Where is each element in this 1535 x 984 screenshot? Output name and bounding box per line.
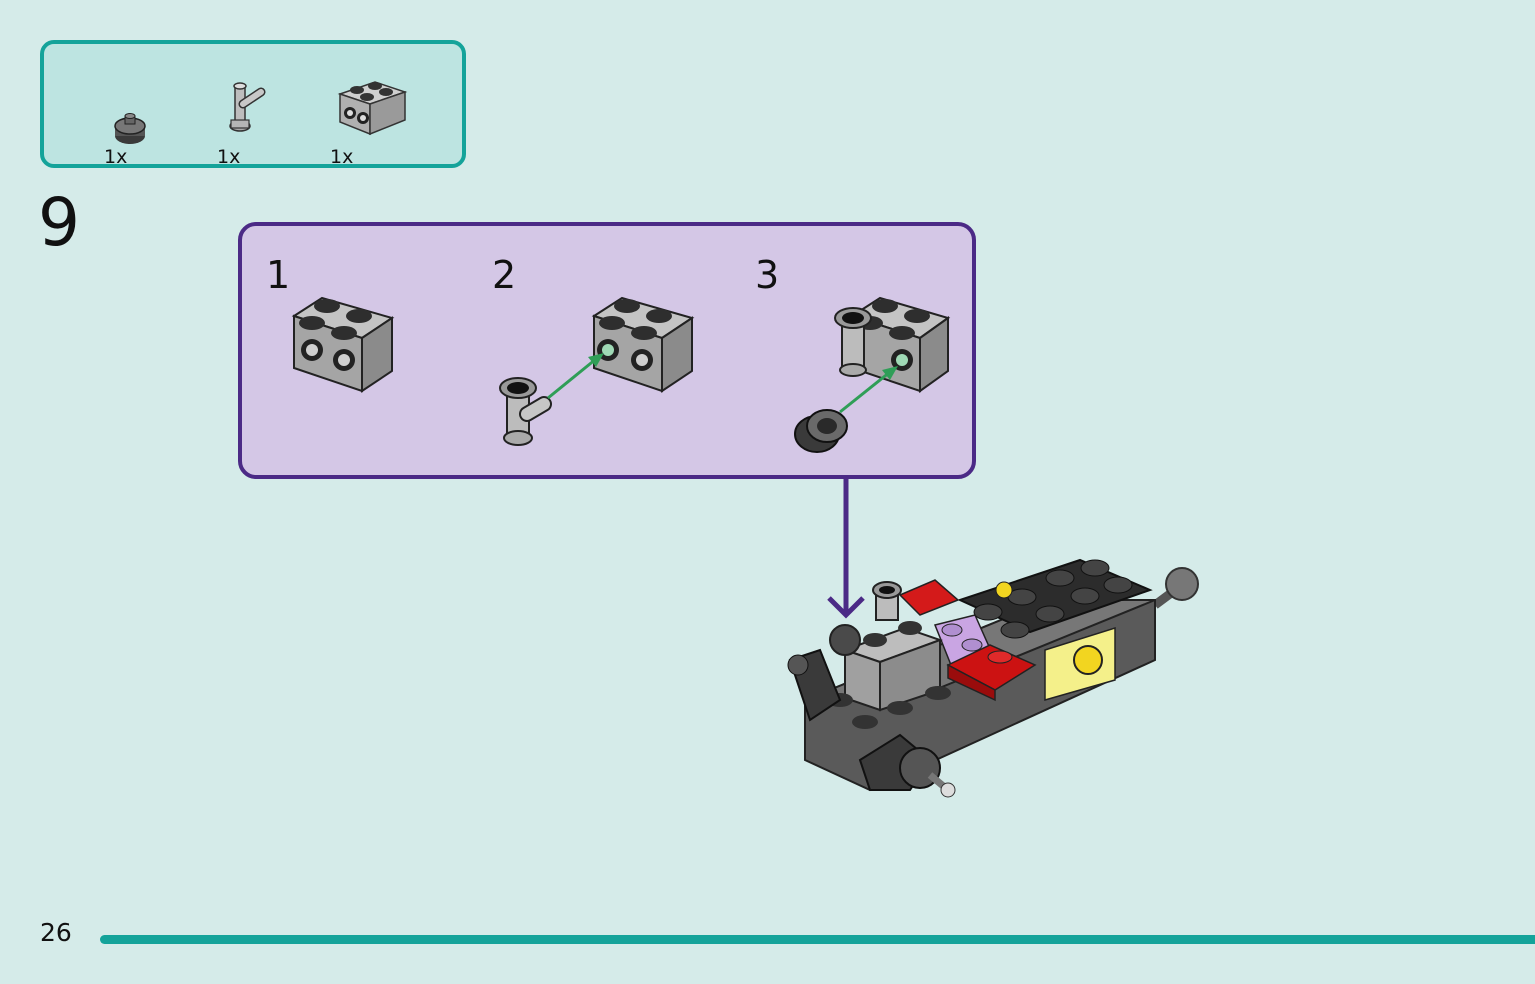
substep-2-assembly: [499, 296, 695, 446]
substep-label-3: 3: [755, 253, 780, 297]
substep-label-2: 2: [492, 253, 517, 297]
page-number: 26: [40, 918, 72, 947]
step-number: 9: [38, 184, 80, 261]
substep-illustrations: [291, 296, 951, 453]
part-qty: 1x: [330, 146, 354, 168]
round-tile-icon: [114, 113, 146, 144]
side-stud-brick-icon: [337, 81, 408, 136]
part-qty: 1x: [217, 146, 241, 168]
assembly-arrow-icon: [547, 357, 597, 400]
faucet-icon: [229, 82, 266, 132]
part-item-faucet: 1x: [217, 64, 317, 168]
page-footer-bar: [100, 935, 1535, 944]
part-item-round-tile: 1x: [104, 64, 204, 168]
substep-label-1: 1: [266, 253, 291, 297]
parts-list-box: 1x 1x 1x: [40, 40, 466, 168]
part-item-brick: 1x: [330, 64, 430, 168]
part-qty: 1x: [104, 146, 128, 168]
substep-callout-box: 1 2 3: [238, 222, 976, 479]
substep-3-assembly: [794, 296, 951, 453]
substep-1-brick: [291, 296, 395, 393]
